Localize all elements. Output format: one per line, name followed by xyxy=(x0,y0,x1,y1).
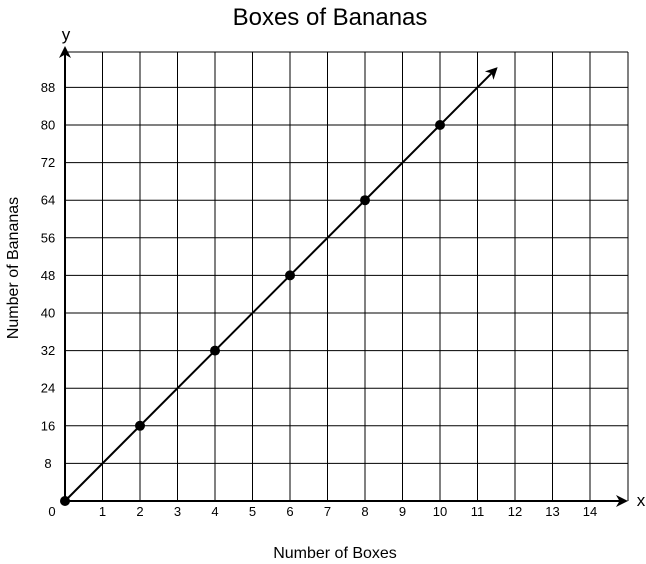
x-tick-label: 10 xyxy=(433,504,447,519)
y-tick-label: 16 xyxy=(41,418,55,433)
y-tick-label: 40 xyxy=(41,306,55,321)
x-tick-label: 2 xyxy=(136,504,143,519)
y-tick-label: 88 xyxy=(41,80,55,95)
data-point xyxy=(210,345,220,356)
x-tick-label: 3 xyxy=(174,504,181,519)
x-tick-label: 13 xyxy=(545,504,559,519)
y-tick-label: 48 xyxy=(41,268,55,283)
y-axis-label: Number of Bananas xyxy=(5,197,22,339)
y-tick-label: 8 xyxy=(44,456,51,471)
x-tick-label: 1 xyxy=(99,504,106,519)
x-tick-label: 11 xyxy=(471,504,485,519)
data-point xyxy=(60,496,70,506)
x-tick-label: 7 xyxy=(324,504,331,519)
x-tick-label: 6 xyxy=(286,504,293,519)
data-point xyxy=(360,195,370,206)
origin-label: 0 xyxy=(48,504,55,519)
x-axis-letter: x xyxy=(637,491,646,510)
x-tick-label: 9 xyxy=(399,504,406,519)
y-tick-label: 32 xyxy=(41,343,55,358)
data-point xyxy=(435,120,445,130)
x-tick-label: 8 xyxy=(361,504,368,519)
chart-axes xyxy=(59,46,628,507)
y-tick-label: 72 xyxy=(41,155,55,170)
data-point xyxy=(135,420,145,431)
chart-series xyxy=(60,67,498,506)
y-tick-label: 80 xyxy=(41,118,55,133)
y-tick-label: 64 xyxy=(41,193,55,208)
x-tick-label: 4 xyxy=(211,504,218,519)
trend-line xyxy=(64,67,498,502)
y-tick-label: 24 xyxy=(41,381,55,396)
y-axis-letter: y xyxy=(62,25,71,44)
chart-grid xyxy=(65,51,629,501)
chart-title: Boxes of Bananas xyxy=(233,4,428,31)
x-tick-label: 14 xyxy=(583,504,597,519)
x-axis-label: Number of Boxes xyxy=(273,545,397,562)
x-tick-label: 12 xyxy=(508,504,522,519)
x-tick-label: 5 xyxy=(249,504,256,519)
data-point xyxy=(285,270,295,281)
y-tick-label: 56 xyxy=(41,230,55,245)
